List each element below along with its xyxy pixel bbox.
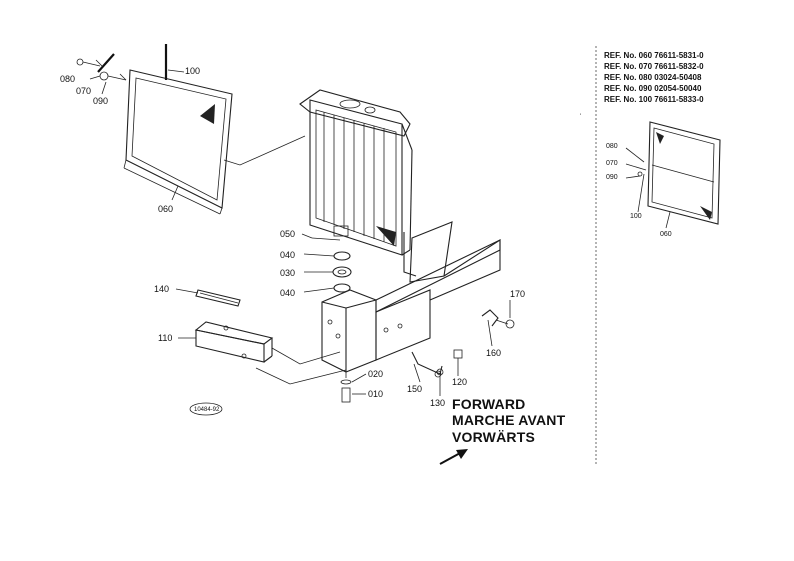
label-120: 120 <box>452 377 467 387</box>
label-160: 160 <box>486 348 501 358</box>
cover-plate <box>194 321 347 385</box>
label-040-lower: 040 <box>280 288 295 298</box>
label-050: 050 <box>280 229 295 239</box>
label-140: 140 <box>154 284 169 294</box>
inset-label-100: 100 <box>630 213 642 220</box>
part-labels: 100 080 070 090 060 050 040 030 040 140 … <box>60 66 525 408</box>
inset-label-080: 080 <box>606 143 618 150</box>
direction-english: FORWARD <box>452 396 525 412</box>
inset-label-090: 090 <box>606 174 618 181</box>
clamp-parts <box>411 309 515 378</box>
label-030: 030 <box>280 268 295 278</box>
label-100: 100 <box>185 66 200 76</box>
label-070: 070 <box>76 86 91 96</box>
reference-line-4: REF. No. 090 02054-50040 <box>604 84 702 93</box>
leader-lines <box>89 59 511 396</box>
screen-panel <box>123 44 306 215</box>
forward-arrow-icon <box>439 449 468 465</box>
support-bracket <box>321 239 501 403</box>
inset-label-060: 060 <box>660 231 672 238</box>
forward-direction: FORWARD MARCHE AVANT VORWÄRTS <box>439 396 566 465</box>
direction-german: VORWÄRTS <box>452 429 535 445</box>
label-060: 060 <box>158 204 173 214</box>
direction-french: MARCHE AVANT <box>452 412 566 428</box>
reference-list: REF. No. 060 76611-5831-0 REF. No. 070 7… <box>604 51 704 104</box>
label-110: 110 <box>158 333 172 343</box>
label-170: 170 <box>510 289 525 299</box>
stray-mark: ' <box>580 114 581 120</box>
reference-line-2: REF. No. 070 76611-5832-0 <box>604 62 704 71</box>
label-130: 130 <box>430 398 445 408</box>
label-090: 090 <box>93 96 108 106</box>
label-010: 010 <box>368 389 383 399</box>
baffle-plate <box>409 221 501 301</box>
rubber-strip <box>195 289 241 307</box>
reference-line-5: REF. No. 100 76611-5833-0 <box>604 95 704 104</box>
mount-stack <box>311 237 352 293</box>
inset-screen: 080 070 090 100 060 <box>606 121 721 238</box>
stamp-text: 10484-92 <box>194 407 220 413</box>
label-150: 150 <box>407 384 422 394</box>
label-020: 020 <box>368 369 383 379</box>
reference-line-3: REF. No. 080 03024-50408 <box>604 73 702 82</box>
radiator <box>299 89 417 277</box>
label-040-upper: 040 <box>280 250 295 260</box>
reference-line-1: REF. No. 060 76611-5831-0 <box>604 51 704 60</box>
screen-fasteners <box>76 53 127 81</box>
label-080: 080 <box>60 74 75 84</box>
inset-label-070: 070 <box>606 160 618 167</box>
drawing-stamp: 10484-92 <box>189 402 223 416</box>
